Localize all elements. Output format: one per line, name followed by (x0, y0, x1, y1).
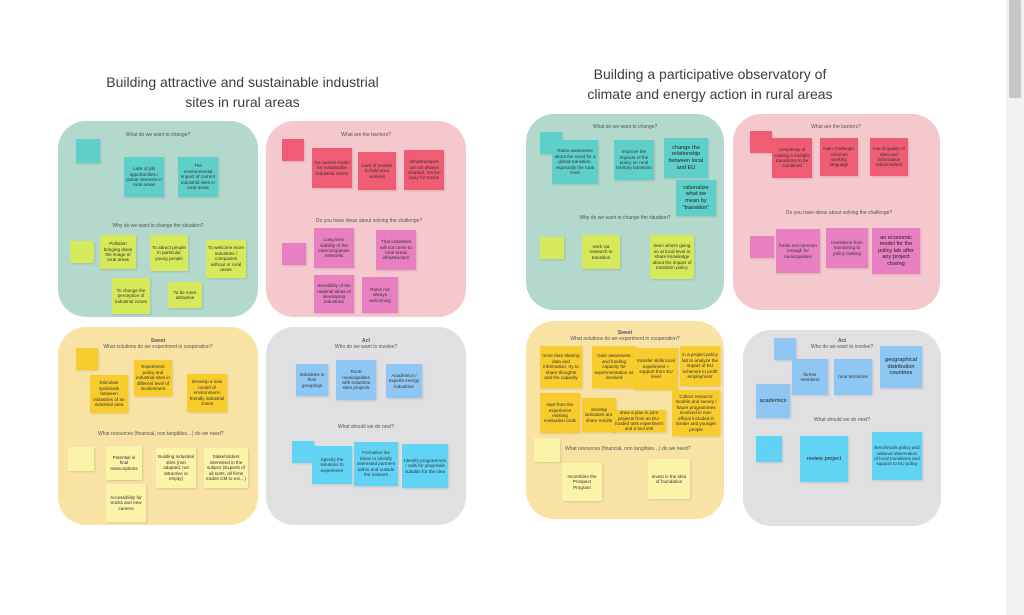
sticky-note[interactable]: funds not common enough for municipaliti… (776, 229, 820, 273)
sticky-note[interactable]: review project (800, 436, 848, 482)
board1-q3-label-top: What solutions do we experiment in coope… (103, 344, 213, 350)
board1-q4-label-top: Who do we want to involve? (334, 344, 398, 350)
board2-q4-label-title: Act (837, 338, 847, 344)
sticky-note[interactable]: To be more attractive (168, 282, 202, 308)
sticky-note[interactable]: transfer skills local experiment + suppo… (634, 348, 678, 390)
sticky-note[interactable]: Academics / experts energy industries (386, 364, 422, 398)
sticky-note[interactable]: Gain awareness and funding capacity for … (592, 346, 636, 388)
scrollbar-thumb[interactable] (1009, 0, 1021, 98)
board2-q1-label-top: What do we want to change? (592, 124, 658, 130)
sticky-note[interactable]: main challenge: common working language (820, 138, 858, 176)
sticky-note[interactable] (774, 338, 796, 360)
sticky-note[interactable]: Benchmark policy and national observatio… (872, 432, 922, 480)
board1-q1-label-mid: Why do we want to change the situation? (112, 223, 204, 229)
board2-q3-label-top: What solutions do we experiment in coope… (570, 336, 680, 342)
board1-title-line2: sites in rural areas (185, 94, 300, 110)
sticky-note[interactable]: To change the perception of industrial z… (112, 278, 150, 314)
sticky-note[interactable]: geographical distribution countries (880, 346, 922, 388)
board1-q3-label-title: Sweet (150, 338, 166, 344)
sticky-note[interactable]: academics (756, 384, 790, 418)
sticky-note[interactable]: Lack of job opportunities / global inter… (124, 157, 164, 197)
sticky-note[interactable]: Lack of models to hold area workers (358, 152, 396, 190)
vertical-scrollbar[interactable] (1006, 0, 1024, 615)
sticky-note[interactable]: more than sharing data and information, … (540, 346, 582, 388)
board1-q3-label-mid: What resources (financial, non tangibles… (98, 431, 224, 437)
sticky-note[interactable]: Stimulate symbiosis between industries o… (90, 375, 128, 413)
sticky-note[interactable]: change the relationship between local an… (664, 138, 708, 178)
sticky-note[interactable]: learn what's going on at local level to … (650, 235, 694, 279)
board2-q1-label-mid: Why do we want to change the situation? (579, 215, 671, 221)
sticky-note[interactable]: an economic model for the policy lab aft… (872, 228, 920, 274)
board2-title: Building a participative observatory of … (560, 64, 860, 104)
board1-q2-label-mid: Do you have ideas about solving the chal… (316, 218, 423, 224)
sticky-note[interactable]: Accessibility for trucks and new careers (106, 484, 146, 522)
sticky-note[interactable]: The environmental impact of current indu… (178, 157, 218, 197)
sticky-note[interactable]: Improve the impacts of the policy on rur… (614, 140, 654, 180)
board1-title-line1: Building attractive and sustainable indu… (106, 74, 379, 90)
sticky-note[interactable]: in a project policy lab to analyze the i… (680, 346, 720, 386)
sticky-note[interactable] (750, 131, 772, 153)
board1-q4-label-mid: What should we do next? (337, 424, 395, 430)
sticky-note[interactable]: work via research to transition (582, 235, 620, 269)
sticky-note[interactable]: To attract people in particular young pe… (150, 235, 188, 271)
sticky-note[interactable]: Sensibility of the national ideas of dev… (314, 275, 354, 313)
sticky-note[interactable] (292, 441, 314, 463)
sticky-note[interactable]: low of quality of data and information (… (870, 138, 908, 176)
sticky-note[interactable] (70, 241, 94, 263)
sticky-note[interactable] (68, 447, 94, 471)
sticky-note[interactable]: transitions from monitoring to policy ma… (826, 228, 868, 268)
board1-q4-label-title: Act (361, 338, 371, 344)
sticky-note[interactable]: former members (792, 359, 828, 395)
sticky-note[interactable] (76, 139, 100, 163)
board2-q4-label-top: Who do we want to involve? (810, 344, 874, 350)
sticky-note[interactable]: To welcome more industries / companies w… (206, 240, 246, 278)
board2-q4-label-mid: What should we do next? (813, 417, 871, 423)
sticky-note[interactable]: recombine the Prospect Program (562, 463, 602, 501)
board1-q2-label-top: What are the barriers? (341, 132, 391, 138)
sticky-note[interactable]: develop indicators and share results (582, 398, 616, 432)
sticky-note[interactable]: Rural municipalities with industrial sit… (336, 360, 376, 400)
sticky-note[interactable]: Potential in final transcriptions (106, 446, 142, 480)
sticky-note[interactable]: start from the experience existing evalu… (540, 393, 580, 433)
sticky-note[interactable] (282, 243, 306, 265)
sticky-note[interactable] (76, 348, 98, 370)
board2-q3-label-title: Sweet (617, 330, 633, 336)
board1-title: Building attractive and sustainable indu… (80, 72, 405, 112)
sticky-note[interactable]: Develop a new model of environment-frien… (187, 374, 227, 412)
board2-q2-label-mid: Do you have ideas about solving the chal… (786, 210, 893, 216)
sticky-note[interactable]: Building industrial sites (non adapted, … (156, 448, 196, 488)
board1-q1-label-top: What do we want to change? (125, 132, 191, 138)
board2-q2-label-top: What are the barriers? (811, 124, 861, 130)
sticky-note[interactable]: Pollution bringing down the image of rur… (100, 235, 136, 269)
sticky-note[interactable]: Long term viability of the intercompanie… (314, 228, 354, 268)
sticky-note[interactable]: No current model for sustainable industr… (312, 148, 352, 188)
sticky-note[interactable]: Specify the solutions to experiment (312, 446, 352, 484)
sticky-note[interactable] (534, 438, 560, 462)
sticky-note[interactable] (540, 237, 564, 259)
board2-title-line1: Building a participative observatory of (593, 66, 827, 82)
sticky-note[interactable]: Formalise the ideas to identify interest… (354, 442, 398, 486)
sticky-note[interactable] (282, 139, 304, 161)
board2-q3-label-mid: What resources (financial, non tangibles… (565, 446, 691, 452)
sticky-note[interactable]: draw a plan in joint projects from an EU… (612, 410, 666, 432)
sticky-note[interactable] (756, 436, 782, 462)
sticky-note[interactable]: complexity of making a multiple transiti… (772, 138, 812, 178)
sticky-note[interactable]: Rules not always welcoming (362, 277, 398, 313)
sticky-note[interactable]: Raise awareness about the need for a glo… (552, 140, 598, 184)
sticky-note[interactable]: Stakeholders interested in the subject (… (204, 448, 248, 488)
sticky-note[interactable]: That industries will not come to rural a… (376, 230, 416, 270)
sticky-note[interactable]: Industries in their groupings (296, 364, 328, 396)
sticky-note[interactable] (750, 236, 774, 258)
sticky-note[interactable]: Infrastructures are not always adapted, … (404, 150, 444, 190)
sticky-note[interactable]: rural territories (834, 359, 872, 395)
sticky-note[interactable]: rationalize what we mean by "transition" (676, 180, 716, 216)
sticky-note[interactable]: Identify programmes / calls for proposal… (402, 444, 448, 488)
sticky-note[interactable]: Collect resource models and survey / fut… (672, 390, 720, 436)
sticky-note[interactable]: invest in the idea of foundation (648, 459, 690, 499)
sticky-note[interactable]: Experiment policy and industrial sites i… (134, 360, 172, 396)
board2-title-line2: climate and energy action in rural areas (587, 86, 833, 102)
